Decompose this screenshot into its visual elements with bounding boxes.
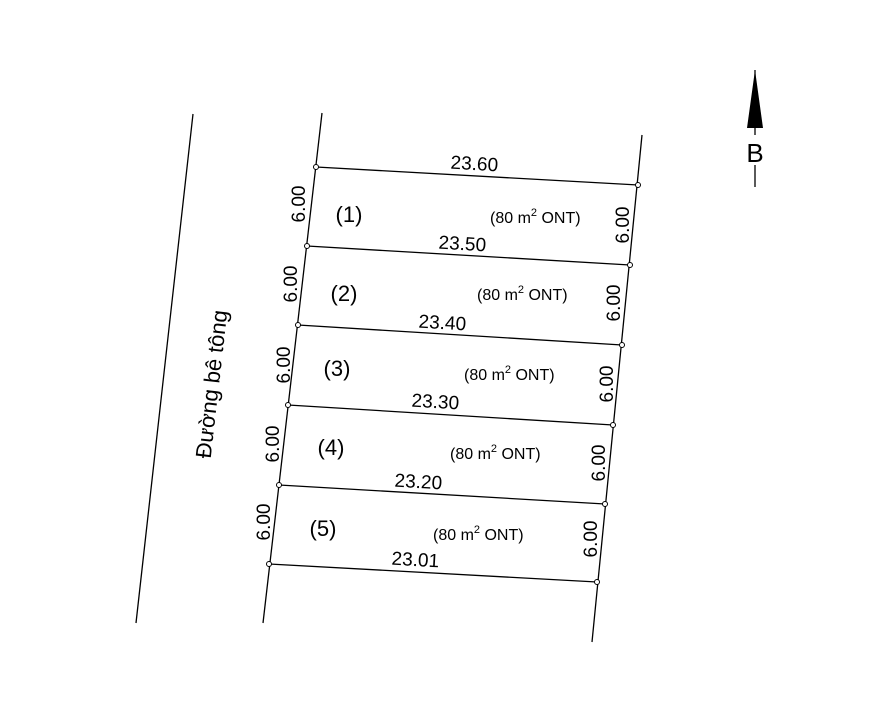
corner-point — [627, 262, 633, 268]
corner-point — [619, 342, 625, 348]
lot-right-side: 6.00 — [589, 445, 610, 482]
lot-number: (4) — [318, 435, 345, 460]
lot-left-side: 6.00 — [254, 504, 275, 541]
corner-point — [266, 561, 272, 567]
right-boundary-line — [591, 134, 643, 643]
lot-top-length: 23.50 — [438, 233, 487, 257]
lot-right-side: 6.00 — [604, 285, 625, 322]
lot-line-3 — [297, 324, 623, 346]
lot-left-side: 6.00 — [263, 426, 284, 463]
lot-area-label: (80 m2 ONT) — [450, 443, 541, 463]
lot-top-length: 23.60 — [450, 153, 499, 177]
lot-area-label: (80 m2 ONT) — [490, 207, 581, 227]
lot-right-side: 6.00 — [581, 521, 602, 558]
corner-point — [602, 501, 608, 507]
lot-line-6 — [268, 563, 598, 583]
lot-number: (1) — [336, 202, 363, 227]
lot-left-side: 6.00 — [281, 266, 302, 303]
lot-4: 23.30 6.00 6.00 (4) (80 m2 ONT) — [263, 391, 610, 482]
north-arrow-head-icon — [747, 70, 763, 128]
corner-points — [266, 164, 641, 585]
lot-number: (2) — [331, 281, 358, 306]
corner-point — [285, 402, 291, 408]
road-label: Đường bê tông — [191, 309, 233, 460]
corner-point — [276, 482, 282, 488]
north-label: B — [746, 138, 763, 168]
lot-number: (3) — [324, 356, 351, 381]
lot-line-5 — [278, 484, 606, 505]
lot-number: (5) — [310, 516, 337, 541]
road-edge-line — [135, 113, 194, 624]
lot-top-length: 23.20 — [394, 471, 443, 495]
lot-right-side: 6.00 — [597, 366, 618, 403]
north-arrow: B — [744, 70, 766, 187]
lot-5: 23.20 6.00 6.00 (5) (80 m2 ONT) — [254, 471, 602, 558]
lot-top-length: 23.30 — [411, 391, 460, 415]
lot-2: 23.50 6.00 6.00 (2) (80 m2 ONT) — [281, 233, 625, 322]
lot-left-side: 6.00 — [274, 347, 295, 384]
lot-area-label: (80 m2 ONT) — [464, 364, 555, 384]
lot-left-side: 6.00 — [289, 186, 310, 223]
corner-point — [313, 164, 319, 170]
lot-lines — [268, 166, 639, 583]
lot-1: 23.60 6.00 6.00 (1) (80 m2 ONT) — [289, 153, 634, 244]
corner-point — [610, 422, 616, 428]
corner-point — [295, 322, 301, 328]
left-boundary-line — [262, 112, 323, 624]
lot-area-label: (80 m2 ONT) — [433, 524, 524, 544]
lot-line-2 — [306, 245, 631, 266]
lot-area-label: (80 m2 ONT) — [477, 284, 568, 304]
corner-point — [304, 243, 310, 249]
lot-top-length: 23.40 — [418, 312, 467, 336]
lot-3: 23.40 6.00 6.00 (3) (80 m2 ONT) — [274, 312, 618, 403]
corner-point — [635, 182, 641, 188]
lot-right-side: 6.00 — [613, 207, 634, 244]
bottom-length: 23.01 — [391, 549, 440, 573]
lot-line-4 — [287, 404, 614, 426]
corner-point — [594, 579, 600, 585]
lot-line-1 — [315, 166, 639, 186]
